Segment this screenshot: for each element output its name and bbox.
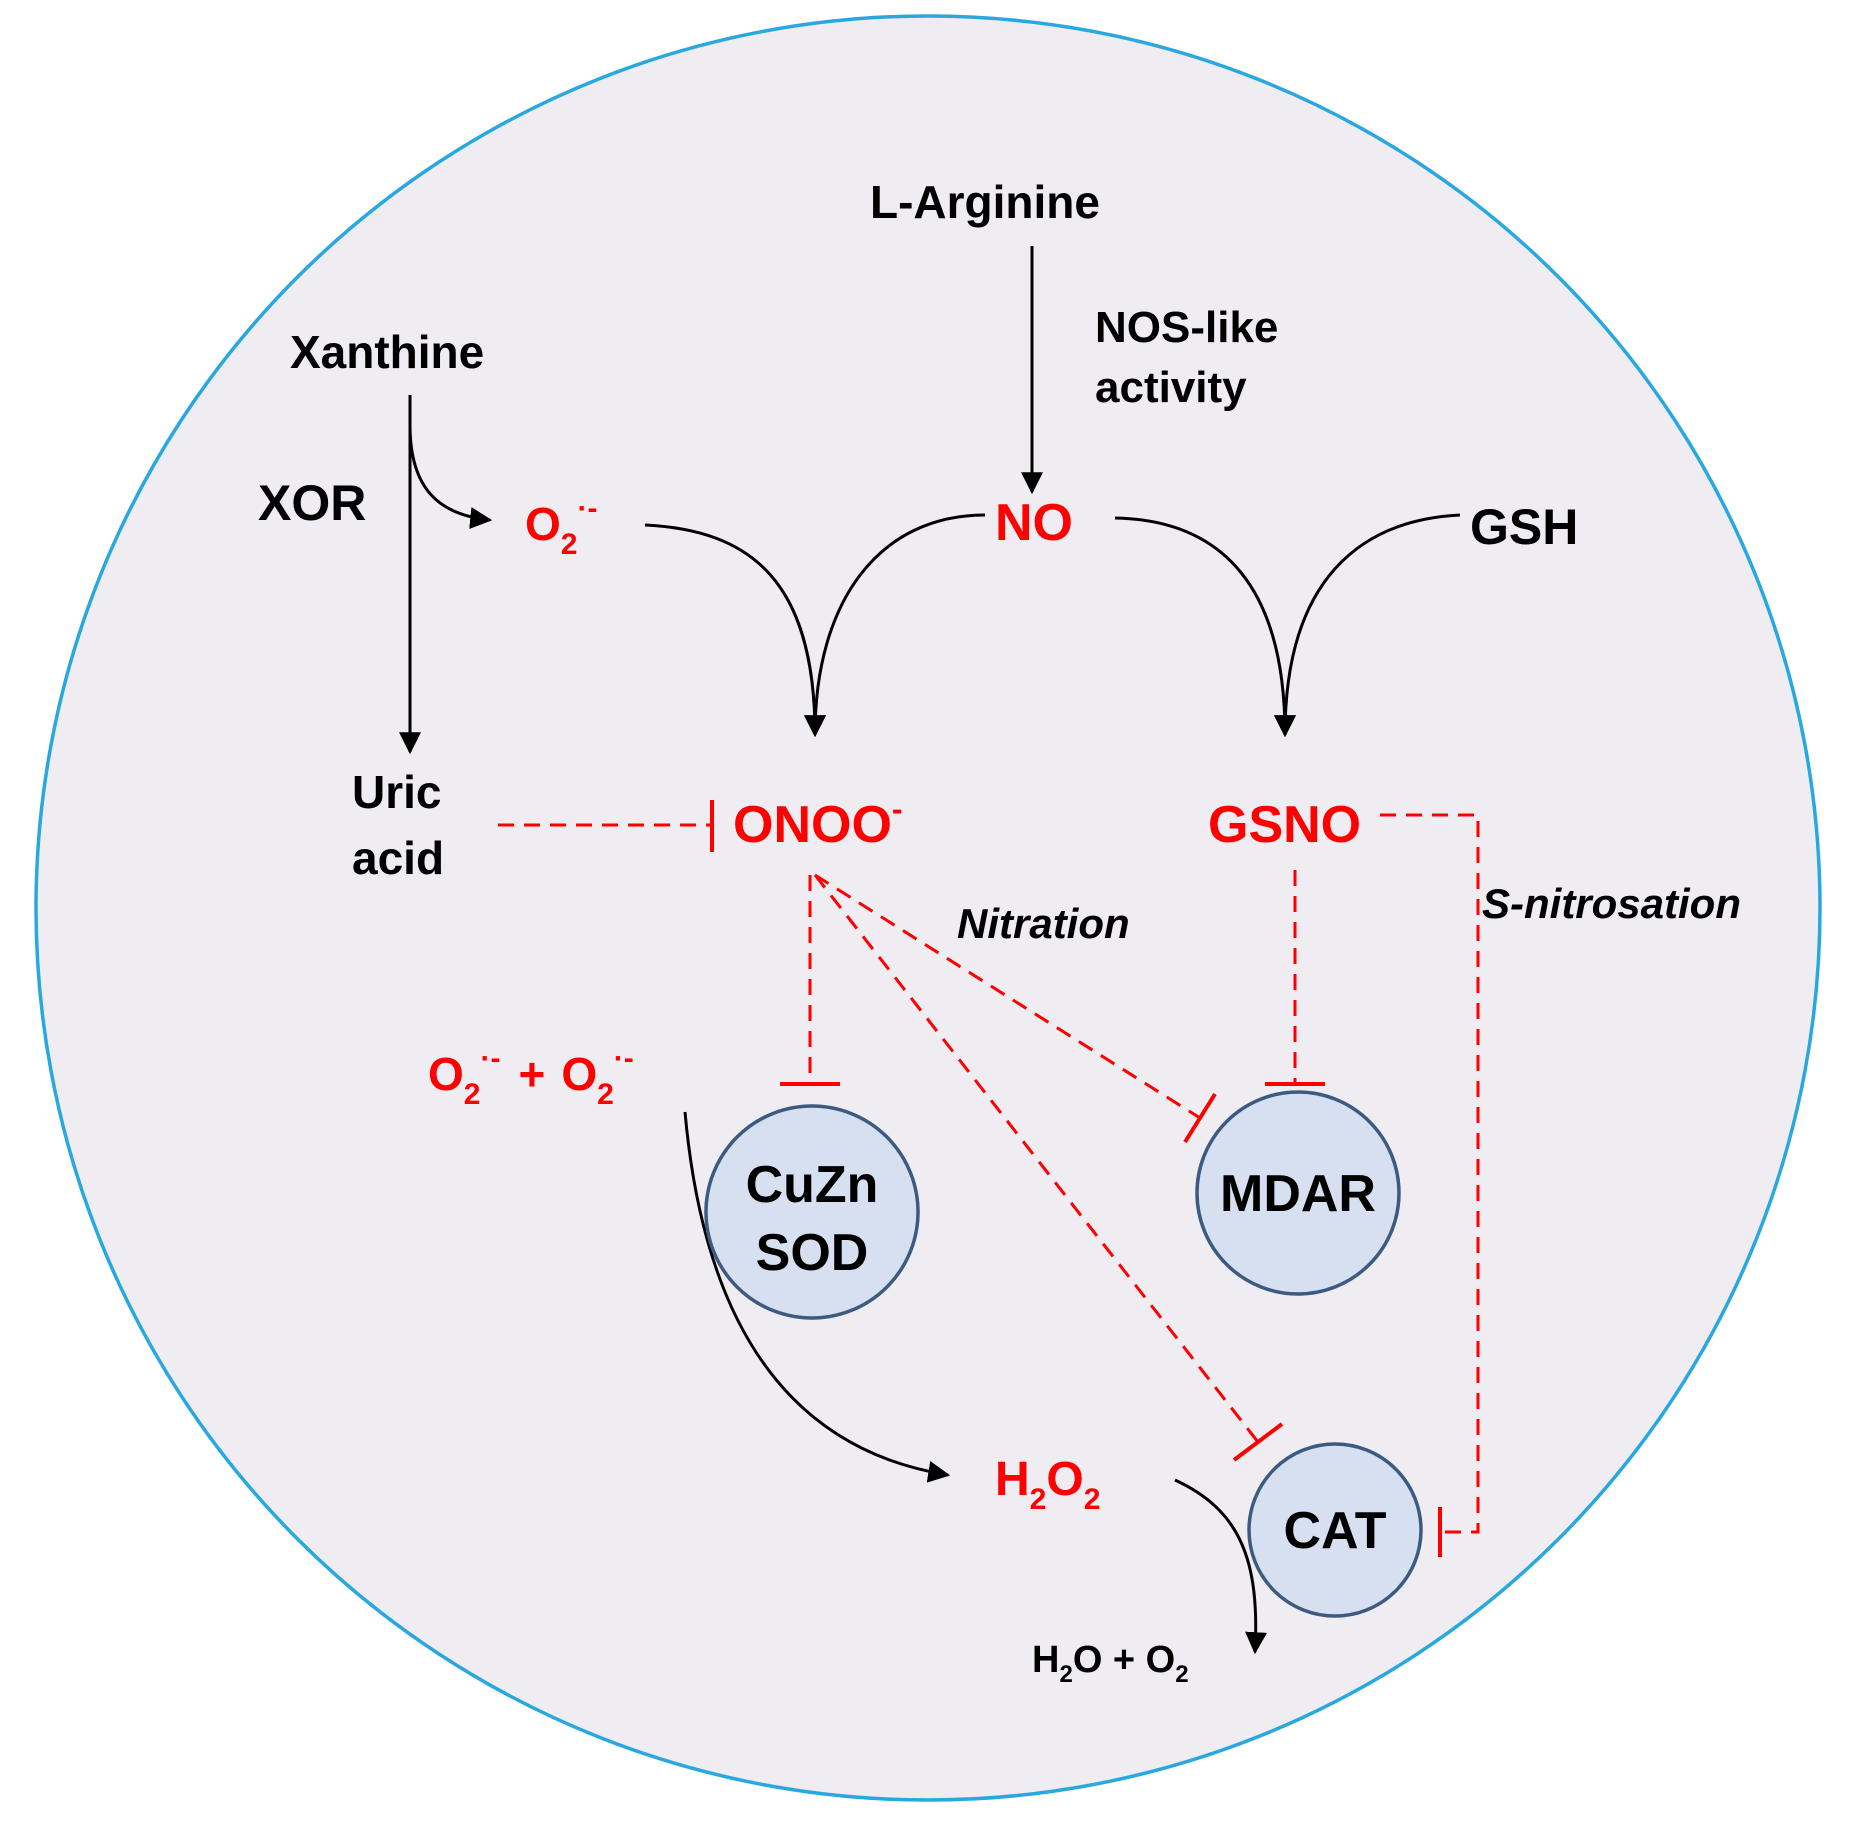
inhibition-gsno-cat xyxy=(1380,813,1480,1534)
nitration-label: Nitration xyxy=(957,900,1130,947)
gsno-label: GSNO xyxy=(1208,796,1361,854)
xanthine-label: Xanthine xyxy=(290,326,484,378)
cuzn-sod-enzyme xyxy=(704,1104,920,1320)
inhibition-onoo-cat xyxy=(813,874,1260,1443)
arrow-no-to-peroxynitrite xyxy=(804,513,986,738)
nos-activity-label-line1: NOS-like xyxy=(1095,303,1278,352)
s-nitrosation-label: S-nitrosation xyxy=(1482,880,1741,927)
mdar-label: MDAR xyxy=(1220,1165,1376,1223)
gsh-label: GSH xyxy=(1470,499,1578,555)
arrow-gsh-to-gsno xyxy=(1274,513,1461,738)
inhibition-bar xyxy=(1232,1422,1284,1462)
cuzn-sod-label-line1: CuZn xyxy=(746,1156,879,1214)
nos-activity-label-line2: activity xyxy=(1095,363,1247,412)
inhibition-onoo-mdar xyxy=(814,873,1201,1120)
arrow-xanthine-to-superoxide xyxy=(408,424,493,529)
arrow-no-to-gsno xyxy=(1114,516,1296,738)
superoxide-pair-label: O2·-+O2·- xyxy=(428,1042,634,1111)
inhibition-bar xyxy=(1183,1092,1217,1144)
nitric-oxide-label: NO xyxy=(995,494,1073,552)
arrow-h2o2-to-water xyxy=(1174,1478,1268,1655)
xor-label: XOR xyxy=(258,475,366,531)
peroxynitrite-label: ONOO- xyxy=(733,791,903,854)
arrow-superoxide-dismutation xyxy=(683,1111,951,1483)
cuzn-sod-label-line2: SOD xyxy=(756,1224,869,1282)
uric-acid-label-line2: acid xyxy=(352,832,444,884)
arrow-superoxide-to-peroxynitrite xyxy=(644,523,826,738)
water-plus-oxygen-label: H2O + O2 xyxy=(1032,1639,1189,1688)
mdar-enzyme xyxy=(1195,1090,1401,1296)
uric-acid-label-line1: Uric xyxy=(352,766,441,818)
superoxide-label: O2·- xyxy=(525,492,597,561)
hydrogen-peroxide-label: H2O2 xyxy=(995,1453,1100,1516)
cat-enzyme xyxy=(1247,1442,1423,1618)
cell-boundary xyxy=(34,14,1822,1802)
cat-label: CAT xyxy=(1283,1502,1386,1560)
l-arginine-label: L-Arginine xyxy=(870,176,1100,228)
